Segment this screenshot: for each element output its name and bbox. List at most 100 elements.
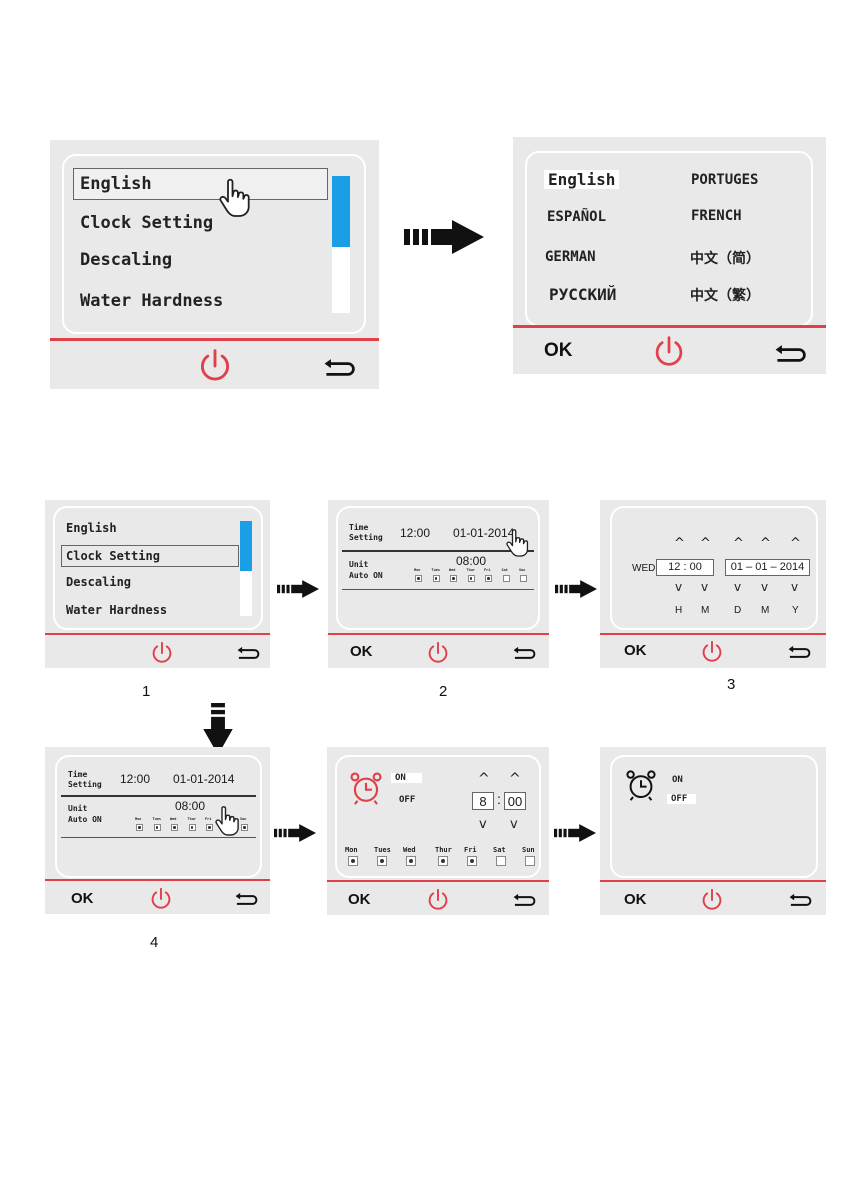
ok-button[interactable]: OK bbox=[71, 890, 94, 907]
chevron-down-icon[interactable]: v bbox=[675, 580, 683, 594]
back-button[interactable] bbox=[786, 645, 812, 661]
menu-scrollbar-thumb[interactable] bbox=[332, 176, 350, 247]
auto-on-time[interactable]: 08:00 bbox=[175, 799, 206, 813]
auto-off-option[interactable]: OFF bbox=[399, 795, 416, 805]
back-button[interactable] bbox=[511, 893, 537, 909]
weekday-checkbox[interactable] bbox=[467, 575, 475, 582]
auto-off-option[interactable]: OFF bbox=[667, 794, 697, 804]
step-number-1: 1 bbox=[142, 683, 151, 700]
chevron-down-icon[interactable]: v bbox=[510, 817, 518, 832]
field-label-hour: H bbox=[675, 605, 683, 616]
menu-item-clock-setting[interactable]: Clock Setting bbox=[80, 213, 214, 233]
weekday-checkbox[interactable] bbox=[415, 575, 422, 582]
menu-item-water-hardness[interactable]: Water Hardness bbox=[80, 291, 224, 311]
time-field[interactable]: 12 : 00 bbox=[656, 559, 714, 576]
chevron-up-icon[interactable]: ^ bbox=[760, 536, 771, 551]
ok-button[interactable]: OK bbox=[348, 891, 371, 908]
weekday-checkbox[interactable] bbox=[525, 856, 535, 866]
language-option-chinese-simplified[interactable]: 中文（简） bbox=[690, 251, 760, 267]
back-button[interactable] bbox=[772, 344, 808, 366]
chevron-down-icon[interactable]: v bbox=[734, 580, 742, 594]
chevron-down-icon[interactable]: v bbox=[761, 580, 769, 594]
language-option-portuges[interactable]: PORTUGES bbox=[691, 172, 759, 188]
weekday-checkbox[interactable] bbox=[406, 856, 416, 866]
weekday-checkbox[interactable] bbox=[241, 824, 248, 831]
weekday-checkbox[interactable] bbox=[467, 856, 477, 866]
weekday-label: Sun bbox=[519, 568, 526, 572]
weekday-checkbox[interactable] bbox=[496, 856, 506, 866]
language-option-espanol[interactable]: ESPAÑOL bbox=[547, 209, 607, 225]
ok-button[interactable]: OK bbox=[544, 340, 573, 361]
auto-on-option[interactable]: ON bbox=[391, 773, 422, 783]
current-date[interactable]: 01-01-2014 bbox=[453, 526, 515, 540]
ok-button[interactable]: OK bbox=[350, 643, 373, 660]
weekday-checkbox[interactable] bbox=[348, 856, 358, 866]
chevron-down-icon[interactable]: v bbox=[479, 817, 487, 832]
menu-scrollbar-thumb[interactable] bbox=[240, 521, 252, 571]
weekday-checkbox[interactable] bbox=[520, 575, 527, 582]
power-button[interactable] bbox=[426, 888, 450, 912]
back-button[interactable] bbox=[233, 892, 259, 908]
language-option-chinese-traditional[interactable]: 中文（繁） bbox=[690, 288, 760, 304]
back-button[interactable] bbox=[235, 646, 261, 662]
weekday-checkbox[interactable] bbox=[432, 575, 440, 582]
power-button[interactable] bbox=[197, 348, 233, 384]
weekday-checkbox[interactable] bbox=[485, 575, 492, 582]
weekday-checkbox[interactable] bbox=[502, 575, 510, 582]
step4-screen: Time Setting 12:00 01-01-2014 Unit Auto … bbox=[55, 755, 262, 878]
language-option-french[interactable]: FRENCH bbox=[691, 208, 742, 224]
weekday-checkbox[interactable] bbox=[188, 824, 196, 831]
power-button[interactable] bbox=[149, 887, 173, 911]
menu-panel: English Clock Setting Descaling Water Ha… bbox=[50, 140, 379, 389]
arrow-right-icon bbox=[404, 220, 484, 254]
weekday-checkbox[interactable] bbox=[377, 856, 387, 866]
menu-item-water-hardness[interactable]: Water Hardness bbox=[66, 603, 168, 617]
chevron-up-icon[interactable]: ^ bbox=[509, 771, 521, 787]
menu-item-clock-setting[interactable]: Clock Setting bbox=[66, 549, 160, 563]
ok-button[interactable]: OK bbox=[624, 642, 647, 659]
weekday-checkbox[interactable] bbox=[136, 824, 143, 831]
auto-on-time[interactable]: 08:00 bbox=[456, 554, 487, 568]
date-field[interactable]: 01 – 01 – 2014 bbox=[725, 559, 810, 576]
power-button[interactable] bbox=[652, 335, 686, 369]
hour-field[interactable]: 8 bbox=[472, 792, 494, 810]
language-option-english[interactable]: English bbox=[544, 170, 620, 189]
menu-item-descaling[interactable]: Descaling bbox=[80, 250, 173, 270]
power-button[interactable] bbox=[700, 640, 724, 664]
back-button[interactable] bbox=[511, 646, 537, 662]
back-button[interactable] bbox=[787, 893, 813, 909]
auto-on-option[interactable]: ON bbox=[672, 775, 683, 785]
menu-item-english[interactable]: English bbox=[66, 521, 117, 535]
hand-pointer-icon bbox=[506, 528, 532, 558]
current-time[interactable]: 12:00 bbox=[400, 526, 431, 540]
weekday-checkbox[interactable] bbox=[171, 824, 178, 831]
chevron-down-icon[interactable]: v bbox=[701, 580, 709, 594]
power-button[interactable] bbox=[700, 888, 724, 912]
current-time[interactable]: 12:00 bbox=[120, 772, 151, 786]
weekday-checkbox[interactable] bbox=[153, 824, 161, 831]
minute-field[interactable]: 00 bbox=[504, 792, 526, 810]
power-button[interactable] bbox=[426, 641, 450, 665]
back-button[interactable] bbox=[321, 358, 357, 380]
language-option-russian[interactable]: РУССКИЙ bbox=[549, 285, 617, 304]
current-date[interactable]: 01-01-2014 bbox=[173, 772, 235, 786]
language-option-german[interactable]: GERMAN bbox=[545, 249, 596, 265]
weekday-label: Tues bbox=[431, 568, 440, 572]
power-button[interactable] bbox=[150, 641, 174, 665]
weekday-checkbox[interactable] bbox=[450, 575, 457, 582]
chevron-up-icon[interactable]: ^ bbox=[674, 536, 685, 551]
chevron-down-icon[interactable]: v bbox=[791, 580, 799, 594]
menu-scrollbar[interactable] bbox=[332, 176, 350, 313]
menu-item-descaling[interactable]: Descaling bbox=[66, 575, 132, 589]
menu-item-english[interactable]: English bbox=[80, 174, 152, 194]
chevron-up-icon[interactable]: ^ bbox=[790, 536, 801, 551]
ok-button[interactable]: OK bbox=[624, 891, 647, 908]
weekday-label: Fri bbox=[464, 846, 477, 854]
weekday-checkbox[interactable] bbox=[438, 856, 448, 866]
chevron-up-icon[interactable]: ^ bbox=[478, 771, 490, 787]
menu-scrollbar[interactable] bbox=[240, 521, 252, 616]
chevron-up-icon[interactable]: ^ bbox=[733, 536, 744, 551]
weekday-checkbox[interactable] bbox=[206, 824, 213, 831]
chevron-up-icon[interactable]: ^ bbox=[700, 536, 711, 551]
